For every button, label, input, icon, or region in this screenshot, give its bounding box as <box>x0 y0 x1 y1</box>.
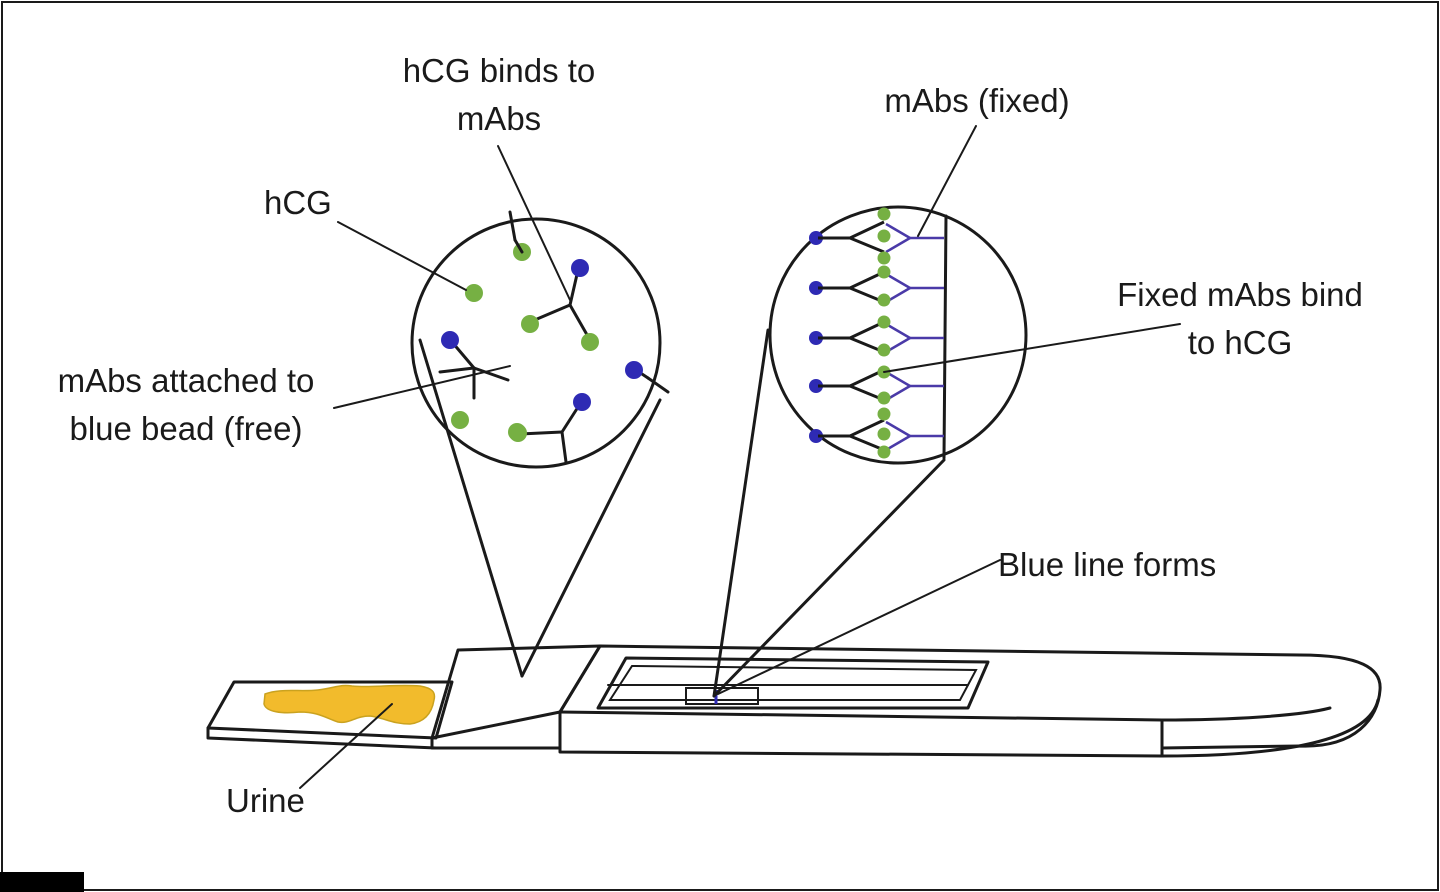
hcg-molecule <box>877 315 891 329</box>
fixed-binding-row <box>809 368 944 402</box>
corner-black-block <box>0 872 84 892</box>
leader-lines <box>299 125 1181 789</box>
leader-mabs-free <box>333 365 511 409</box>
hcg-molecule <box>877 445 891 459</box>
leader-fixed-bind <box>883 323 1181 373</box>
label-blue-line: Blue line forms <box>998 546 1216 583</box>
stick-body-side <box>558 710 1164 758</box>
urine-stain <box>263 684 436 725</box>
label-fixed-bind-line1: Fixed mAbs bind <box>1117 276 1363 313</box>
wick-strip <box>206 680 454 740</box>
test-stick <box>206 644 1382 758</box>
blue-bead <box>441 331 459 349</box>
blue-bead <box>571 259 589 277</box>
antibody-y <box>438 331 510 400</box>
fixed-mab-arm <box>885 272 911 290</box>
left-cone-left <box>418 338 524 678</box>
blue-bead <box>809 281 823 295</box>
antibody-arm <box>849 220 885 240</box>
hcg-molecule <box>877 391 891 405</box>
fixed-mab-arm <box>885 236 911 254</box>
hcg-molecule <box>877 407 891 421</box>
fixed-binding-row <box>809 418 944 452</box>
label-mabs-fixed: mAbs (fixed) <box>884 82 1069 119</box>
right-cone-left <box>712 328 770 698</box>
labels: hCG binds to mAbs hCG mAbs attached to b… <box>58 52 1363 819</box>
result-window <box>596 656 990 710</box>
leader-mabs-fixed <box>917 125 977 237</box>
bound-hcg <box>581 333 599 351</box>
fixed-mab-arm <box>885 322 911 340</box>
callout-cones <box>418 328 946 698</box>
fixed-binding-row <box>809 220 944 254</box>
antibody-arm <box>849 418 885 438</box>
test-line-zone <box>685 687 759 705</box>
antibody-y <box>508 210 524 254</box>
antibody-y <box>521 259 599 351</box>
label-mabs-free-line1: mAbs attached to <box>58 362 315 399</box>
membrane-edge <box>942 214 948 460</box>
blue-bead <box>809 331 823 345</box>
hcg-molecule <box>877 427 891 441</box>
magnifier-fixed-mabs <box>768 205 1028 465</box>
bound-hcg <box>521 315 539 333</box>
stick-body-front <box>558 698 1380 758</box>
hcg-molecule <box>465 284 483 302</box>
blue-bead <box>809 429 823 443</box>
hcg-molecule <box>877 229 891 243</box>
leader-hcg-binds <box>497 145 571 301</box>
blue-bead <box>625 361 643 379</box>
leader-hcg <box>337 221 467 291</box>
stick-handle-curve <box>1160 706 1332 722</box>
leader-blue-line <box>717 559 1001 695</box>
fixed-mab-arm <box>885 434 911 452</box>
hcg-molecule <box>877 251 891 265</box>
wick-strip-edge <box>206 726 438 750</box>
bound-hcg <box>509 424 527 442</box>
blue-bead <box>573 393 591 411</box>
label-hcg-binds-line1: hCG binds to <box>403 52 596 89</box>
hcg-molecule <box>877 207 891 221</box>
hcg-molecule <box>877 343 891 357</box>
blue-bead <box>809 379 823 393</box>
fixed-mab-arm <box>885 222 911 240</box>
blue-bead <box>809 231 823 245</box>
label-fixed-bind-line2: to hCG <box>1188 324 1293 361</box>
right-cone-right <box>712 458 946 698</box>
antibody-y <box>509 393 591 464</box>
fixed-binding-row <box>809 270 944 304</box>
label-urine: Urine <box>226 782 305 819</box>
antibody-arm <box>849 236 885 254</box>
antibody-y <box>625 361 670 394</box>
antibody-arm <box>849 434 885 452</box>
hcg-molecule <box>451 411 469 429</box>
stick-body-top <box>558 644 1382 750</box>
magnifier-free-beads <box>410 210 670 469</box>
left-cone-right <box>520 398 662 678</box>
label-hcg-binds-line2: mAbs <box>457 100 541 137</box>
fixed-binding-row <box>809 320 944 354</box>
fixed-mab-arm <box>885 420 911 438</box>
leader-urine <box>299 703 393 789</box>
hcg-molecule <box>877 265 891 279</box>
hcg-molecule <box>877 293 891 307</box>
label-hcg: hCG <box>264 184 332 221</box>
label-mabs-free-line2: blue bead (free) <box>70 410 303 447</box>
